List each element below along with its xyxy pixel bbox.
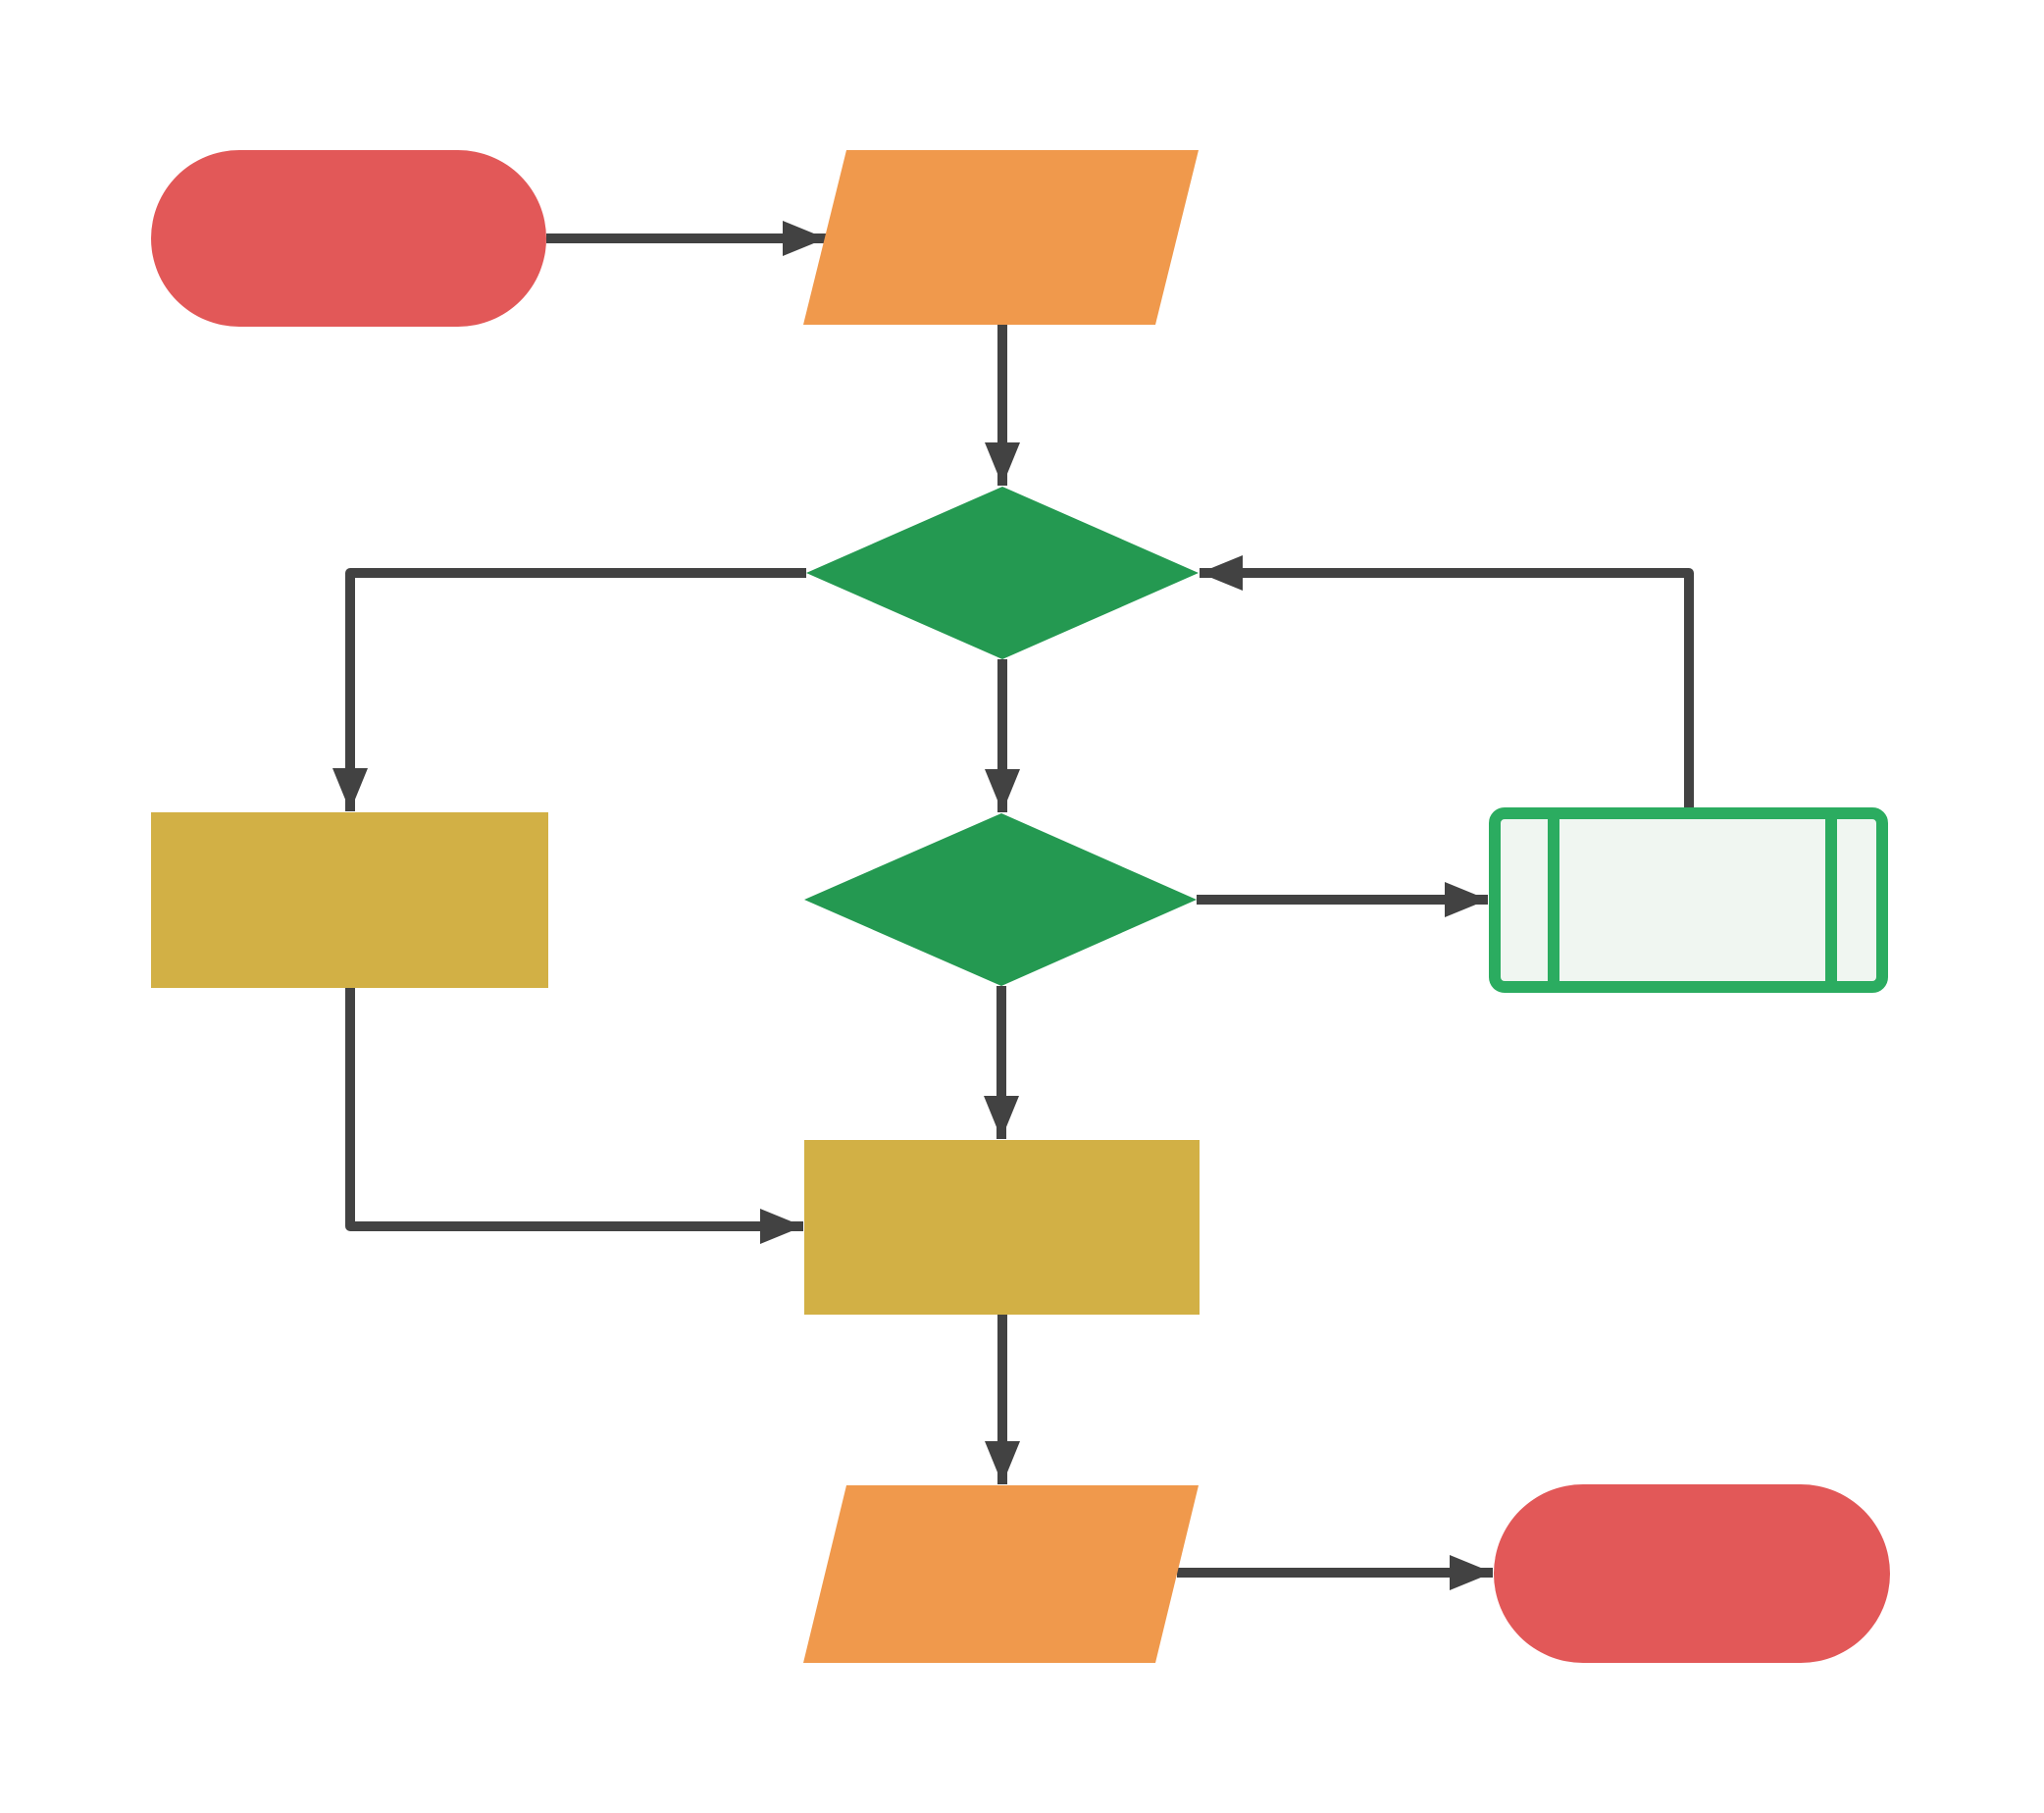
node-decision-1-diamond[interactable] bbox=[806, 487, 1199, 659]
node-start-terminator[interactable] bbox=[151, 150, 546, 327]
edge-predefined-to-decision-1[interactable] bbox=[1200, 555, 1694, 807]
node-process-center-rectangle[interactable] bbox=[804, 1140, 1200, 1315]
predefined-process-box bbox=[1489, 807, 1888, 993]
node-decision-2-diamond[interactable] bbox=[804, 813, 1197, 986]
node-process-left-rectangle[interactable] bbox=[151, 812, 548, 988]
node-io-bottom-parallelogram[interactable] bbox=[803, 1485, 1199, 1663]
edge-process-left-to-process-center[interactable] bbox=[345, 988, 803, 1244]
node-predefined-process[interactable] bbox=[1489, 807, 1888, 993]
edge-decision-1-to-process-left[interactable] bbox=[332, 568, 806, 811]
node-io-top-parallelogram[interactable] bbox=[803, 150, 1199, 325]
node-end-terminator[interactable] bbox=[1494, 1484, 1890, 1663]
